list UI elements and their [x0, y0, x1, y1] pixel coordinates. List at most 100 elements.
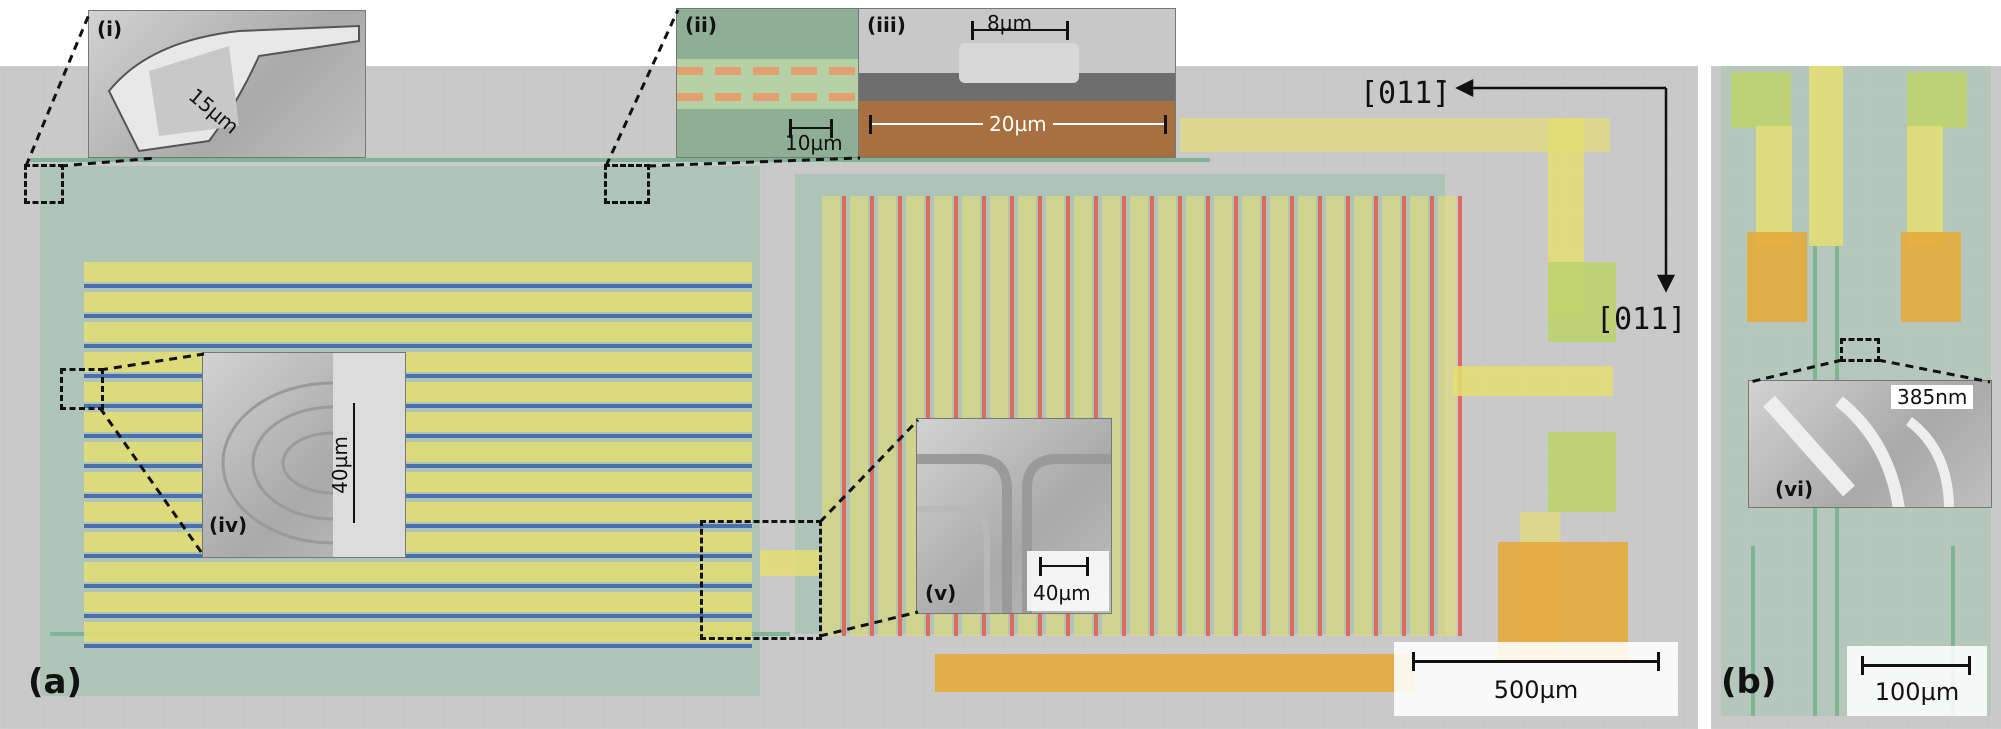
- scale-bar-a: 500µm: [1394, 642, 1678, 716]
- zoom-box-i: [24, 164, 64, 204]
- inset-ii-stripes-top: [677, 67, 859, 75]
- right-stripe: [1214, 196, 1232, 636]
- right-wire: [926, 196, 930, 636]
- inset-i-shape: [107, 24, 360, 153]
- right-stripe: [822, 196, 840, 636]
- inset-vi-shape: [1763, 395, 1954, 507]
- right-wire: [982, 196, 986, 636]
- right-wire: [954, 196, 958, 636]
- inset-v-label: (v): [925, 581, 957, 605]
- zoom-box-v: [700, 520, 822, 640]
- trace-b-left: [1756, 126, 1792, 246]
- left-wire: [84, 494, 752, 498]
- right-wire: [1038, 196, 1042, 636]
- wg-b-4: [1951, 546, 1955, 716]
- left-wire: [84, 554, 752, 558]
- right-wire: [1094, 196, 1098, 636]
- inset-vi: (vi) 385nm: [1748, 380, 1992, 508]
- right-wire: [842, 196, 846, 636]
- pad-b-orange-right: [1901, 232, 1961, 322]
- right-wire: [1150, 196, 1154, 636]
- bus-top: [1180, 118, 1610, 152]
- pad-green-1: [1548, 262, 1616, 342]
- left-stripe: [84, 532, 752, 552]
- right-stripe: [1438, 196, 1456, 636]
- inset-iii-ridge: [959, 43, 1079, 83]
- right-wire: [870, 196, 874, 636]
- inset-iii: (iii) 8µm 20µm: [858, 8, 1176, 158]
- inset-v-text: 40µm: [1033, 581, 1091, 605]
- inset-iii-scale-top: [971, 21, 1069, 40]
- right-wire: [1290, 196, 1294, 636]
- inset-iv-shape: [221, 353, 405, 557]
- bus-bottom-orange: [935, 654, 1415, 692]
- right-stripe: [1354, 196, 1372, 636]
- left-stripe: [84, 562, 752, 582]
- left-wire: [84, 434, 752, 438]
- left-wire: [84, 644, 752, 648]
- right-wire: [1010, 196, 1014, 636]
- trace-b-center: [1809, 66, 1843, 246]
- right-wire: [1234, 196, 1238, 636]
- left-wire: [84, 314, 752, 318]
- left-wire: [84, 374, 752, 378]
- panel-a-label: (a): [28, 662, 83, 702]
- left-stripe: [84, 352, 752, 372]
- left-wire: [84, 464, 752, 468]
- zoom-box-ii: [604, 164, 650, 204]
- waveguide-top: [30, 158, 1210, 162]
- scale-bar-b-line: [1861, 656, 1971, 675]
- pad-green-2: [1548, 432, 1616, 512]
- inset-v: (v) 40µm: [916, 418, 1112, 614]
- left-stripe: [84, 442, 752, 462]
- right-stripe: [1410, 196, 1428, 636]
- right-wire: [1122, 196, 1126, 636]
- right-wire: [1346, 196, 1350, 636]
- right-wire: [1458, 196, 1462, 636]
- inset-ii-stripes-bottom: [677, 93, 859, 101]
- scale-bar-a-text: 500µm: [1493, 676, 1579, 704]
- inset-ii-text: 10µm: [785, 131, 843, 155]
- inset-v-shape: [917, 454, 1111, 613]
- right-wire: [1318, 196, 1322, 636]
- scale-bar-a-line: [1412, 652, 1660, 671]
- panel-a-micrograph: (a) 500µm: [0, 66, 1698, 729]
- left-stripe: [84, 382, 752, 402]
- inset-i-label: (i): [97, 17, 123, 41]
- inset-iv: (iv) 40µm: [202, 352, 406, 558]
- zoom-box-vi: [1840, 338, 1880, 362]
- zoom-box-iv: [60, 368, 104, 410]
- left-stripe: [84, 262, 752, 282]
- left-stripe: [84, 292, 752, 312]
- inset-iv-text: 40µm: [327, 436, 352, 494]
- right-wire: [1206, 196, 1210, 636]
- left-stripe: [84, 502, 752, 522]
- axis-label-vertical: [011]: [1596, 302, 1687, 337]
- pad-b-orange-left: [1747, 232, 1807, 322]
- right-stripe: [850, 196, 868, 636]
- inset-iii-text-bottom: 20µm: [983, 112, 1053, 136]
- panel-b-label: (b): [1721, 662, 1777, 702]
- right-stripe: [878, 196, 896, 636]
- inset-iii-text-top: 8µm: [987, 11, 1032, 35]
- right-wire: [1066, 196, 1070, 636]
- pad-b-top-right: [1907, 72, 1967, 128]
- left-stripe: [84, 322, 752, 342]
- axis-label-horizontal: [011̄]: [1360, 76, 1451, 111]
- right-wire: [1262, 196, 1266, 636]
- trace-b-right: [1907, 126, 1943, 246]
- right-stripe: [1158, 196, 1176, 636]
- inset-ii-label: (ii): [685, 13, 717, 37]
- bus-middle: [1453, 366, 1613, 396]
- right-wire: [1402, 196, 1406, 636]
- right-wire: [1374, 196, 1378, 636]
- left-stripe: [84, 592, 752, 612]
- inset-v-scale: [1039, 557, 1089, 576]
- left-wire: [84, 584, 752, 588]
- right-stripe: [1242, 196, 1260, 636]
- right-stripe: [1270, 196, 1288, 636]
- connector-yellow: [760, 550, 820, 576]
- left-stripe: [84, 412, 752, 432]
- inset-vi-text: 385nm: [1891, 385, 1974, 409]
- right-wire: [1430, 196, 1434, 636]
